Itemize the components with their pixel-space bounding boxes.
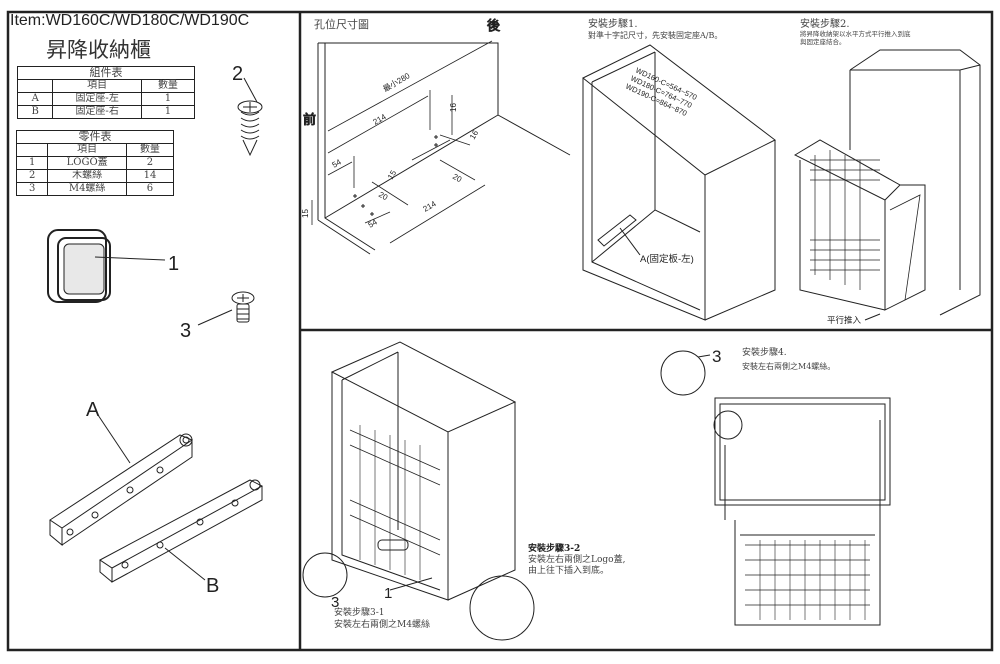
dim-15: 15 [301,209,310,218]
step2-description: 將昇降收納架以水平方式平行推入到底 與固定座結合。 [800,30,911,46]
dim-16: 16 [449,103,458,112]
step3-2-text: 安裝步驟3-2 安裝左右兩側之Logo蓋, 由上往下插入到底。 [528,544,626,576]
m4-screw-icon [197,291,255,326]
step4-text: 安裝步驟4. 安裝左右兩側之M4螺絲。 [742,347,835,373]
bracket-b-drawing [99,479,264,583]
hole-diagram-title: 孔位尺寸圖 [314,18,369,31]
dim-min-280: 最小280 [382,71,412,94]
step1-cabinet-drawing [582,44,776,321]
step3-2-title: 安裝步驟3-2 [528,544,581,554]
logo-cap-callout: 1 [384,585,392,602]
step4-front-drawing [660,350,891,626]
dimension-labels: 最小280 214 214 54 54 16 16 20 20 15 15 [301,71,480,230]
hole-position-diagram [311,40,571,255]
label-2: 2 [232,63,243,85]
step1-title: 安裝步驟1. [588,19,638,30]
column-header: 數量 [140,79,196,93]
table-title: 組件表 [17,66,195,80]
label-a: A [86,399,100,421]
step3-1-description: 安裝左右兩側之M4螺絲 [334,620,430,630]
column-header: 項目 [52,79,142,93]
label-b: B [206,575,219,597]
step1-description: 對準十字記尺寸，先安裝固定座A/B。 [588,31,723,40]
step2-title: 安裝步驟2. [800,19,850,30]
item-model-title: Item:WD160C/WD180C/WD190C [10,12,250,29]
step4-screw-callout: 3 [712,347,721,366]
dim-16: 16 [468,128,481,141]
step3-1-title: 安裝步驟3-1 [334,608,385,618]
label-1: 1 [168,253,179,275]
dim-20: 20 [451,172,464,185]
label-3: 3 [180,320,191,342]
step4-title: 安裝步驟4. [742,348,787,358]
step3-cabinet-drawing [302,341,535,641]
bracket-a-drawing [49,414,194,547]
step2-cabinet-drawing [793,49,981,321]
column-header: 數量 [125,143,175,157]
step4-description: 安裝左右兩側之M4螺絲。 [742,362,836,371]
column-header: 項目 [47,143,127,157]
product-name: 昇降收納櫃 [46,38,151,62]
front-label: 前 [303,112,316,128]
table-title: 零件表 [16,130,174,144]
m4-screw-callout: 3 [331,594,339,611]
step1-callout-label: A(固定板-左) [640,253,694,265]
dim-15: 15 [386,168,399,181]
dim-214: 214 [372,112,389,127]
logo-cap-icon [47,229,166,303]
step3-1-text: 安裝步驟3-1 安裝左右兩側之M4螺絲 [334,607,430,631]
back-label: 後 [487,19,500,34]
dim-54: 54 [367,217,380,230]
step1-size-list: WD160-C=564~570 WD180-C=764~770 WD190-C=… [624,66,698,118]
step2-callout-label: 平行推入 [827,315,862,325]
dim-214: 214 [422,199,439,214]
wood-screw-icon [237,77,263,157]
